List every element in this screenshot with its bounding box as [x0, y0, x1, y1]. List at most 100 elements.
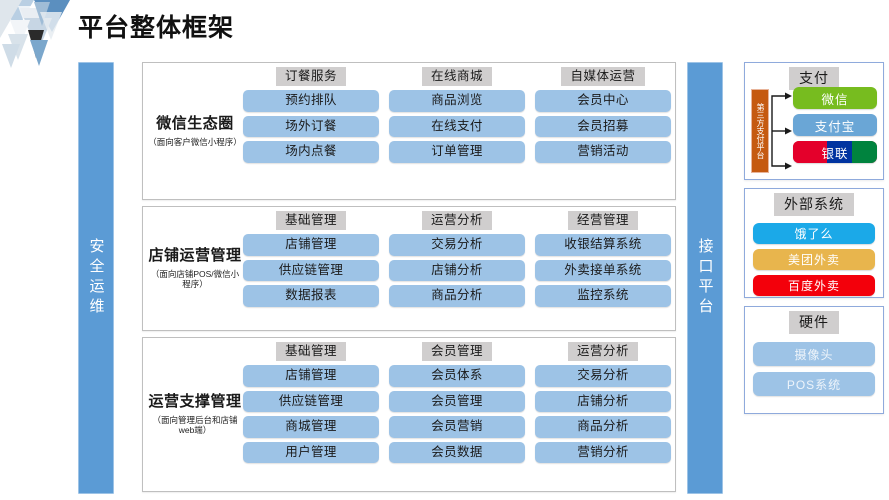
list-item[interactable]: 营销分析	[535, 441, 671, 463]
band-operation-support: 运营支撑管理 （面向管理后台和店铺web端） 基础管理 店铺管理 供应链管理 商…	[142, 337, 676, 492]
payment-option-label: 微信	[821, 92, 849, 107]
column-header: 基础管理	[275, 342, 346, 362]
list-item[interactable]: 在线支付	[389, 115, 525, 138]
external-systems-list: 饿了么 美团外卖 百度外卖	[745, 216, 883, 303]
list-item[interactable]: 场外订餐	[243, 115, 379, 138]
list-item[interactable]: 会员营销	[389, 416, 525, 438]
external-panel-header-wrap: 外部系统	[745, 189, 883, 216]
list-item[interactable]: 会员招募	[535, 115, 671, 138]
payment-panel-header-wrap: 支付	[745, 63, 883, 90]
list-item[interactable]: 会员数据	[389, 441, 525, 463]
security-ops-rail-label: 安全运维	[87, 238, 105, 318]
hardware-item-pos[interactable]: POS系统	[753, 372, 875, 396]
payment-options-list: 微信 支付宝 银联	[793, 87, 877, 168]
column-header: 基础管理	[275, 211, 346, 231]
list-item[interactable]: 会员中心	[535, 90, 671, 112]
external-system-baidu[interactable]: 百度外卖	[753, 275, 875, 296]
panel-header: 外部系统	[774, 193, 854, 216]
abstract-triangles-logo	[0, 0, 70, 70]
list-item[interactable]: 数据报表	[243, 285, 379, 307]
hardware-item-label: 摄像头	[794, 347, 834, 362]
column-header: 运营分析	[567, 342, 638, 362]
external-system-label: 饿了么	[794, 227, 834, 241]
payment-option-label: 银联	[821, 146, 849, 161]
right-rail: 支付 第三方支付平台 微信 支付宝	[744, 62, 884, 422]
unionpay-blue-segment	[826, 141, 852, 163]
hardware-list: 摄像头 POS系统	[745, 334, 883, 403]
external-system-label: 美团外卖	[787, 253, 840, 267]
third-party-payment-label: 第三方支付平台	[756, 103, 765, 159]
band-label-main: 运营支撑管理	[148, 393, 242, 410]
payment-option-unionpay[interactable]: 银联	[793, 141, 877, 163]
band-label: 店铺运营管理 （面向店铺POS/微信小程序）	[147, 207, 243, 330]
architecture-diagram: 安全运维 微信生态圈 （面向客户微信小程序） 订餐服务 预约排队 场外订餐 场内…	[78, 62, 738, 494]
payment-option-wechat[interactable]: 微信	[793, 87, 877, 109]
band-store-operation: 店铺运营管理 （面向店铺POS/微信小程序） 基础管理 店铺管理 供应链管理 数…	[142, 206, 676, 331]
list-item[interactable]: 店铺管理	[243, 234, 379, 256]
band-label: 微信生态圈 （面向客户微信小程序）	[147, 63, 243, 199]
list-item[interactable]: 商品分析	[535, 416, 671, 438]
api-platform-rail-label: 接口平台	[696, 238, 714, 318]
list-item[interactable]: 商品分析	[389, 285, 525, 307]
security-ops-rail: 安全运维	[78, 62, 114, 494]
hardware-panel: 硬件 摄像头 POS系统	[744, 306, 884, 414]
payment-panel: 支付 第三方支付平台 微信 支付宝	[744, 62, 884, 180]
list-item[interactable]: 交易分析	[535, 365, 671, 387]
list-item[interactable]: 供应链管理	[243, 259, 379, 282]
list-item[interactable]: 营销活动	[535, 141, 671, 163]
column-basic-management: 基础管理 店铺管理 供应链管理 商城管理 用户管理	[243, 342, 379, 487]
list-item[interactable]: 店铺分析	[389, 259, 525, 282]
list-item[interactable]: 预约排队	[243, 90, 379, 112]
list-item[interactable]: 店铺管理	[243, 365, 379, 387]
band-label-sub: （面向客户微信小程序）	[148, 136, 242, 147]
list-item[interactable]: 订单管理	[389, 141, 525, 163]
column-operation-analysis: 运营分析 交易分析 店铺分析 商品分析 营销分析	[535, 342, 671, 487]
band-columns: 基础管理 店铺管理 供应链管理 商城管理 用户管理 会员管理 会员体系 会员管理…	[243, 342, 671, 487]
column-header: 自媒体运营	[561, 67, 645, 87]
column-business-management: 经营管理 收银结算系统 外卖接单系统 监控系统	[535, 211, 671, 326]
list-item[interactable]: 店铺分析	[535, 390, 671, 413]
list-item[interactable]: 供应链管理	[243, 390, 379, 413]
external-system-meituan[interactable]: 美团外卖	[753, 249, 875, 270]
connector-arrows	[769, 87, 795, 175]
list-item[interactable]: 商品浏览	[389, 90, 525, 112]
unionpay-red-segment	[793, 141, 827, 163]
column-member-management: 会员管理 会员体系 会员管理 会员营销 会员数据	[389, 342, 525, 487]
hardware-item-camera[interactable]: 摄像头	[753, 342, 875, 366]
api-platform-rail: 接口平台	[687, 62, 723, 494]
band-label: 运营支撑管理 （面向管理后台和店铺web端）	[147, 338, 243, 491]
hardware-panel-header-wrap: 硬件	[745, 307, 883, 334]
list-item[interactable]: 会员管理	[389, 390, 525, 413]
page-title: 平台整体框架	[78, 14, 235, 42]
list-item[interactable]: 会员体系	[389, 365, 525, 387]
column-media-operation: 自媒体运营 会员中心 会员招募 营销活动	[535, 67, 671, 195]
external-system-eleme[interactable]: 饿了么	[753, 223, 875, 244]
list-item[interactable]: 商城管理	[243, 416, 379, 438]
column-online-mall: 在线商城 商品浏览 在线支付 订单管理	[389, 67, 525, 195]
list-item[interactable]: 交易分析	[389, 234, 525, 256]
payment-option-alipay[interactable]: 支付宝	[793, 114, 877, 136]
unionpay-green-segment	[851, 141, 877, 163]
third-party-payment-bar: 第三方支付平台	[751, 89, 769, 173]
column-order-service: 订餐服务 预约排队 场外订餐 场内点餐	[243, 67, 379, 195]
panel-header: 支付	[789, 67, 839, 90]
column-header: 在线商城	[421, 67, 492, 87]
band-columns: 基础管理 店铺管理 供应链管理 数据报表 运营分析 交易分析 店铺分析 商品分析…	[243, 211, 671, 326]
column-operation-analysis: 运营分析 交易分析 店铺分析 商品分析	[389, 211, 525, 326]
column-header: 经营管理	[567, 211, 638, 231]
panel-header: 硬件	[789, 311, 839, 334]
band-columns: 订餐服务 预约排队 场外订餐 场内点餐 在线商城 商品浏览 在线支付 订单管理 …	[243, 67, 671, 195]
list-item[interactable]: 监控系统	[535, 285, 671, 307]
column-header: 订餐服务	[275, 67, 346, 87]
band-label-sub: （面向店铺POS/微信小程序）	[150, 268, 240, 290]
list-item[interactable]: 用户管理	[243, 441, 379, 463]
column-basic-management: 基础管理 店铺管理 供应链管理 数据报表	[243, 211, 379, 326]
band-label-main: 微信生态圈	[156, 114, 234, 132]
band-wechat-ecosystem: 微信生态圈 （面向客户微信小程序） 订餐服务 预约排队 场外订餐 场内点餐 在线…	[142, 62, 676, 200]
list-item[interactable]: 收银结算系统	[535, 234, 671, 256]
band-stack: 微信生态圈 （面向客户微信小程序） 订餐服务 预约排队 场外订餐 场内点餐 在线…	[142, 62, 676, 494]
column-header: 运营分析	[421, 211, 492, 231]
external-systems-panel: 外部系统 饿了么 美团外卖 百度外卖	[744, 188, 884, 298]
list-item[interactable]: 外卖接单系统	[535, 259, 671, 282]
list-item[interactable]: 场内点餐	[243, 141, 379, 163]
